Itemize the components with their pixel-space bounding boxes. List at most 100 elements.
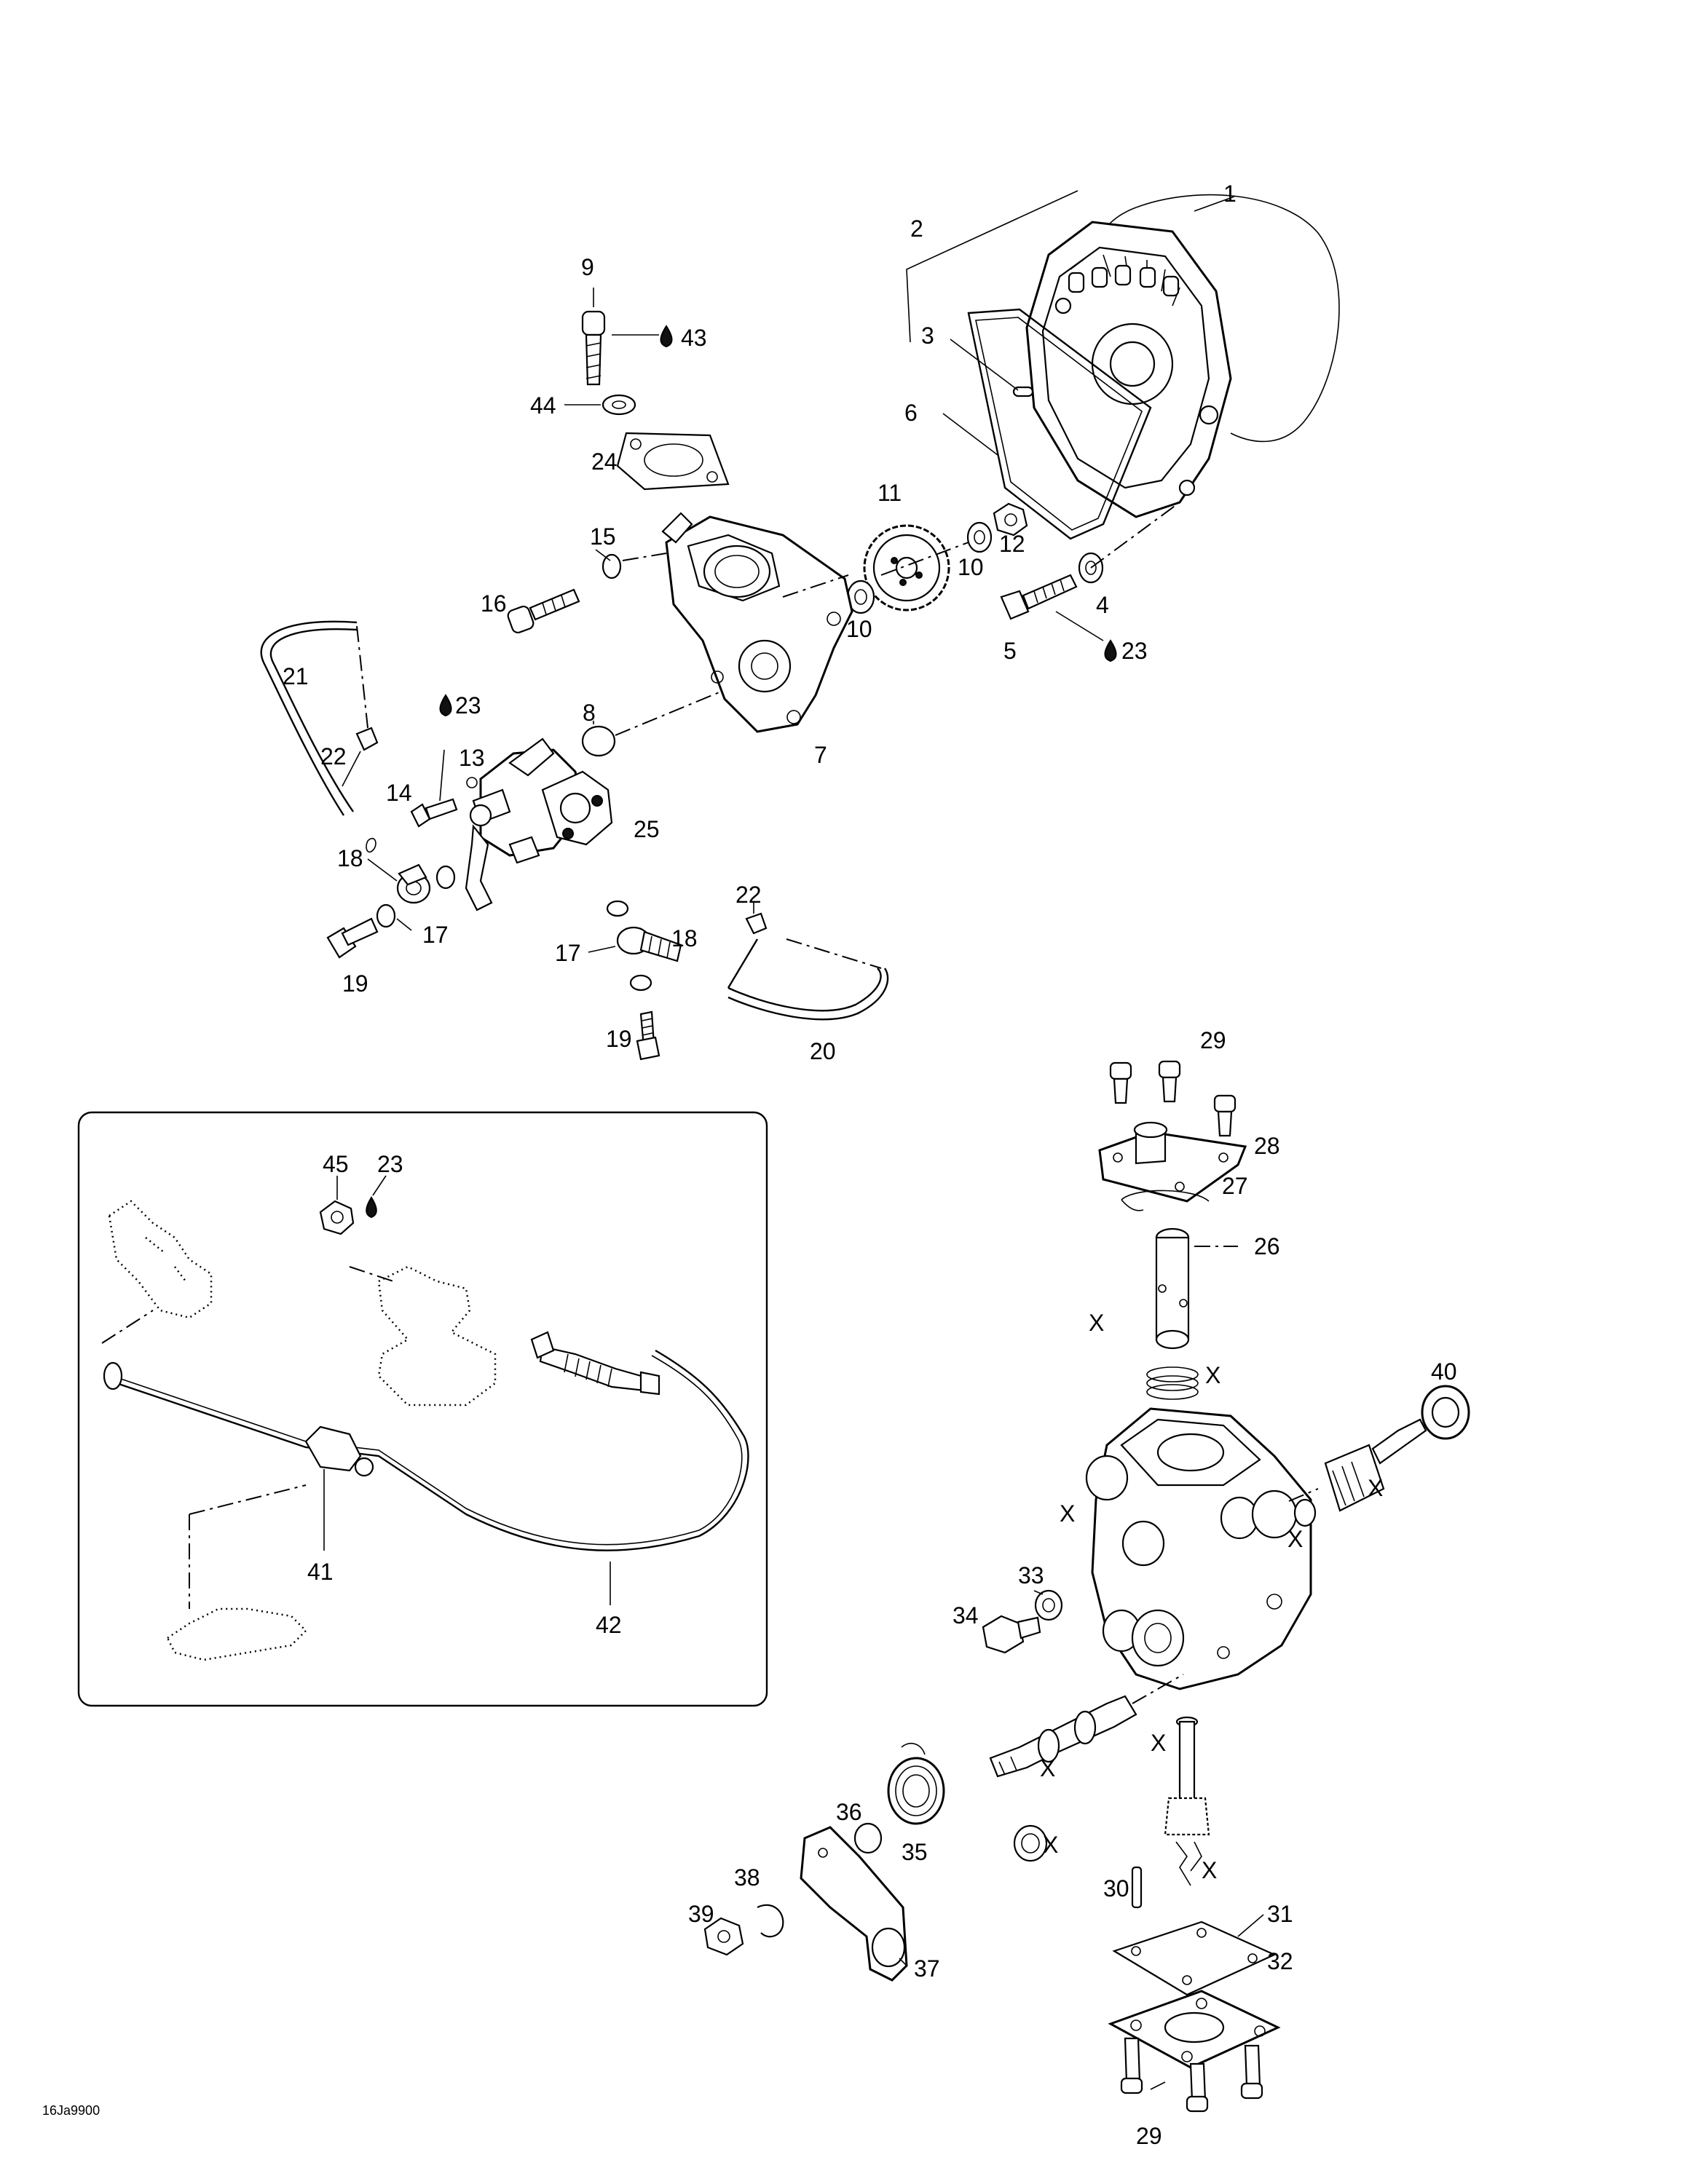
plug-34 <box>982 1615 1041 1654</box>
washer-17d <box>629 974 652 992</box>
callout-8: 8 <box>583 700 596 726</box>
gear-shaft-vertical <box>1164 1716 1210 1886</box>
x-mark-1: X <box>1089 1310 1104 1336</box>
callout-10-right: 10 <box>958 554 984 580</box>
callout-18-middle: 18 <box>671 925 698 951</box>
circlip-38 <box>757 1904 784 1938</box>
o-ring-right <box>1293 1498 1317 1527</box>
washer-17a <box>435 865 456 890</box>
x-mark-2: X <box>1205 1362 1220 1388</box>
callout-42: 42 <box>596 1612 622 1638</box>
clamp-22-right <box>745 912 768 935</box>
callout-27: 27 <box>1222 1173 1248 1199</box>
bolt-16 <box>507 588 580 634</box>
callout-10-left: 10 <box>846 616 872 642</box>
sealant-drop-23 <box>366 1196 377 1219</box>
callout-28: 28 <box>1254 1133 1280 1159</box>
inset-frame <box>77 1111 768 1707</box>
callout-15: 15 <box>590 523 616 550</box>
lever-37 <box>800 1826 908 1982</box>
callout-7: 7 <box>814 742 827 768</box>
callout-18-left: 18 <box>337 845 363 871</box>
callout-41: 41 <box>307 1559 334 1585</box>
o-ring-8 <box>581 725 616 757</box>
washer-36 <box>853 1822 883 1854</box>
callout-44: 44 <box>530 392 556 419</box>
x-mark-5: X <box>1287 1526 1303 1552</box>
washer-44 <box>602 394 636 416</box>
callout-30: 30 <box>1103 1875 1129 1902</box>
callout-35: 35 <box>902 1839 928 1865</box>
throttle-cable-42 <box>116 1349 749 1551</box>
bolt-5 <box>1000 574 1078 620</box>
washer-17b <box>376 903 396 928</box>
callout-33: 33 <box>1018 1562 1044 1588</box>
pump-housing-7 <box>661 512 853 733</box>
drawing-code: 16Ja9900 <box>42 2103 100 2118</box>
callout-45: 45 <box>323 1151 349 1177</box>
sealant-drop-icon-23-left <box>439 694 452 717</box>
nut-45 <box>319 1200 355 1235</box>
pump-body <box>1085 1407 1312 1690</box>
bolt-19-left <box>326 917 379 959</box>
nut-39 <box>703 1917 744 1956</box>
sealant-drop-icon-43 <box>660 325 673 348</box>
cable-end-left <box>103 1361 123 1390</box>
drive-gear-11 <box>863 524 950 612</box>
screw-9 <box>581 310 606 386</box>
callout-22-right: 22 <box>735 882 762 908</box>
seal-ring-27 <box>1121 1190 1210 1211</box>
callout-19-left: 19 <box>342 970 368 997</box>
cover-gasket <box>967 308 1152 540</box>
oil-seal-40 <box>1421 1385 1470 1440</box>
callout-29-bottom: 29 <box>1136 2123 1162 2149</box>
bolt-19-middle <box>636 1010 660 1061</box>
callout-14: 14 <box>386 780 412 806</box>
x-mark-8: X <box>1043 1832 1058 1858</box>
case-cover <box>1025 221 1232 518</box>
seal-x <box>1013 1824 1048 1862</box>
pin-30 <box>1131 1866 1143 1909</box>
washer-15 <box>602 553 622 579</box>
plunger-26 <box>1155 1227 1190 1350</box>
callout-37: 37 <box>914 1955 940 1982</box>
banjo-fitting-18 <box>396 863 431 904</box>
adjuster-shaft <box>1324 1418 1427 1512</box>
washer-10-right <box>966 521 993 553</box>
callout-3: 3 <box>921 323 934 349</box>
oil-line-20 <box>727 938 889 1021</box>
clamp-22-left <box>355 727 379 751</box>
callout-23-right: 23 <box>1121 638 1148 664</box>
callout-23-left: 23 <box>455 692 481 719</box>
dowel-pin-3 <box>1012 386 1034 397</box>
washer-33 <box>1034 1589 1063 1621</box>
callout-1: 1 <box>1223 181 1237 207</box>
inset-bracket-top-middle <box>377 1265 497 1406</box>
callout-6: 6 <box>904 400 918 426</box>
callout-21: 21 <box>283 663 309 689</box>
x-mark-3: X <box>1060 1500 1075 1527</box>
x-mark-9: X <box>1202 1857 1217 1883</box>
cam-shaft <box>989 1695 1137 1778</box>
callout-22-left: 22 <box>320 743 347 769</box>
callout-36: 36 <box>836 1799 862 1825</box>
base-plate-32 <box>1108 1990 1281 2069</box>
callout-34: 34 <box>953 1602 979 1629</box>
callout-24: 24 <box>591 448 618 475</box>
callout-26: 26 <box>1254 1233 1280 1259</box>
callout-9: 9 <box>581 254 594 280</box>
screws-29-top <box>1109 1060 1237 1137</box>
cable-junction-41 <box>304 1425 374 1477</box>
washer-17c <box>606 900 629 917</box>
callout-11: 11 <box>877 480 902 506</box>
callout-29-top: 29 <box>1200 1027 1226 1053</box>
callout-32: 32 <box>1267 1948 1293 1974</box>
callout-17-left: 17 <box>422 922 449 948</box>
x-mark-6: X <box>1151 1730 1166 1756</box>
callout-20: 20 <box>810 1038 836 1064</box>
gasket-31 <box>1112 1920 1277 1996</box>
callout-5: 5 <box>1003 638 1017 664</box>
callout-16: 16 <box>481 590 507 617</box>
callout-12: 12 <box>999 531 1025 557</box>
